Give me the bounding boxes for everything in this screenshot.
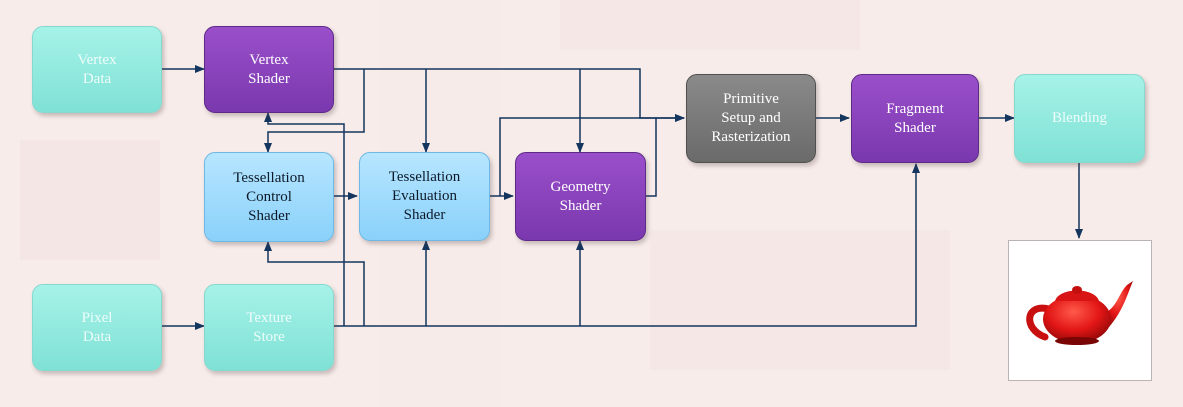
tessellation-control-shader-node[interactable]: Tessellation Control Shader xyxy=(204,152,334,242)
vertex-shader-label: Vertex Shader xyxy=(248,51,290,87)
tessellation-evaluation-shader-node[interactable]: Tessellation Evaluation Shader xyxy=(359,152,490,241)
geometry-shader-label: Geometry Shader xyxy=(550,178,611,214)
fragment-shader-label: Fragment Shader xyxy=(886,100,944,136)
geometry-shader-node[interactable]: Geometry Shader xyxy=(515,152,646,241)
vertex-data-node[interactable]: Vertex Data xyxy=(32,26,162,113)
primitive-setup-node[interactable]: Primitive Setup and Rasterization xyxy=(686,74,816,163)
fragment-shader-node[interactable]: Fragment Shader xyxy=(851,74,979,163)
primitive-setup-label: Primitive Setup and Rasterization xyxy=(711,91,791,145)
texture-store-node[interactable]: Texture Store xyxy=(204,284,334,371)
rendered-output-frame xyxy=(1008,240,1152,381)
teapot-icon xyxy=(1026,281,1133,345)
vertex-shader-node[interactable]: Vertex Shader xyxy=(204,26,334,113)
tessellation-evaluation-shader-label: Tessellation Evaluation Shader xyxy=(388,169,461,223)
pixel-data-node[interactable]: Pixel Data xyxy=(32,284,162,371)
pixel-data-label: Pixel Data xyxy=(81,309,113,345)
blending-node[interactable]: Blending xyxy=(1014,74,1145,163)
blending-label: Blending xyxy=(1052,110,1107,126)
texture-store-label: Texture Store xyxy=(246,309,292,345)
vertex-data-label: Vertex Data xyxy=(77,51,117,87)
tessellation-control-shader-label: Tessellation Control Shader xyxy=(233,169,305,224)
